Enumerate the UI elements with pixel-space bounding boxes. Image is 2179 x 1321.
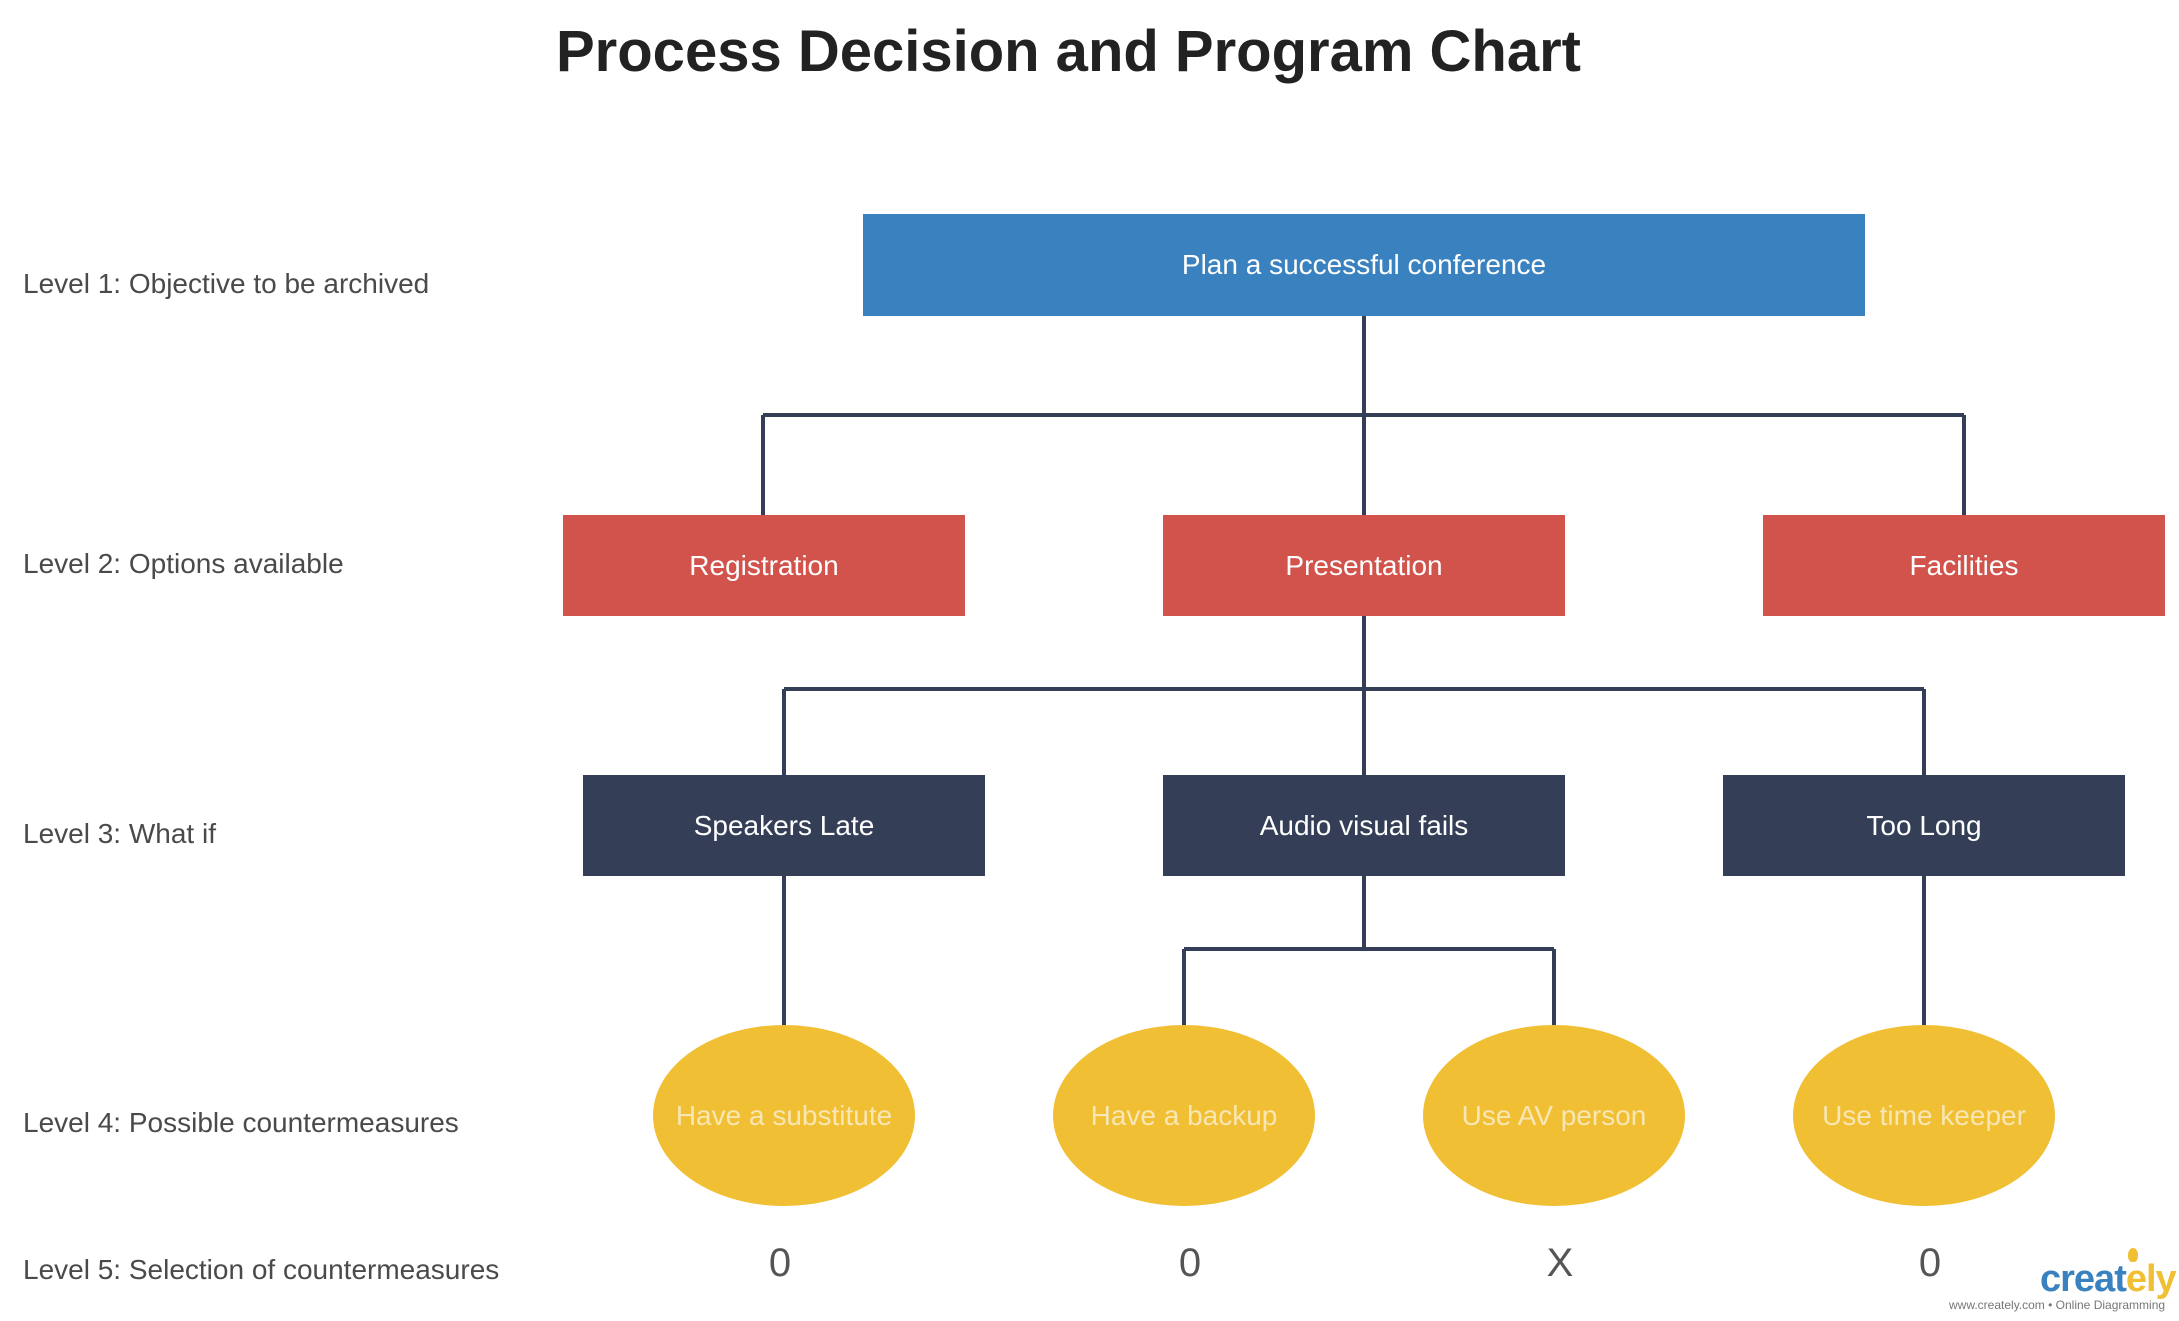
option-node-facilities: Facilities [1763,515,2165,616]
level-4-label: Level 4: Possible countermeasures [23,1107,459,1138]
footer-credit: www.creately.com • Online Diagramming [1949,1298,2166,1312]
level-1-label: Level 1: Objective to be archived [23,268,430,299]
objective-node: Plan a successful conference [863,214,1865,316]
level-5-label: Level 5: Selection of countermeasures [23,1254,500,1285]
lightbulb-icon [2128,1248,2138,1262]
option-node-presentation: Presentation [1163,515,1565,616]
countermeasure-node-use-time-keeper: Use time keeper [1793,1025,2055,1206]
creately-logo: creately [2040,1258,2177,1300]
connector-presentation-to-whatif [782,616,1926,775]
whatif-node-speakers-late: Speakers Late [583,775,985,876]
countermeasure-node-have-a-backup: Have a backup [1053,1025,1315,1206]
connector-objective-to-options [761,316,1966,515]
selection-mark-backup: 0 [1178,1241,1202,1285]
whatif-node-too-long: Too Long [1723,775,2125,876]
countermeasure-node-have-a-substitute: Have a substitute [653,1025,915,1206]
level-3-label: Level 3: What if [23,818,216,849]
level-2-label: Level 2: Options available [23,548,344,579]
selection-mark-time-keeper: 0 [1918,1241,1942,1285]
whatif-node-audio-visual-fails: Audio visual fails [1163,775,1565,876]
option-node-registration: Registration [563,515,965,616]
countermeasure-node-use-av-person: Use AV person [1423,1025,1685,1206]
selection-mark-av-person: X [1546,1241,1574,1285]
selection-mark-substitute: 0 [768,1241,792,1285]
connector-audio-to-countermeasures [1182,876,1556,1027]
page-title: Process Decision and Program Chart [556,19,1581,84]
